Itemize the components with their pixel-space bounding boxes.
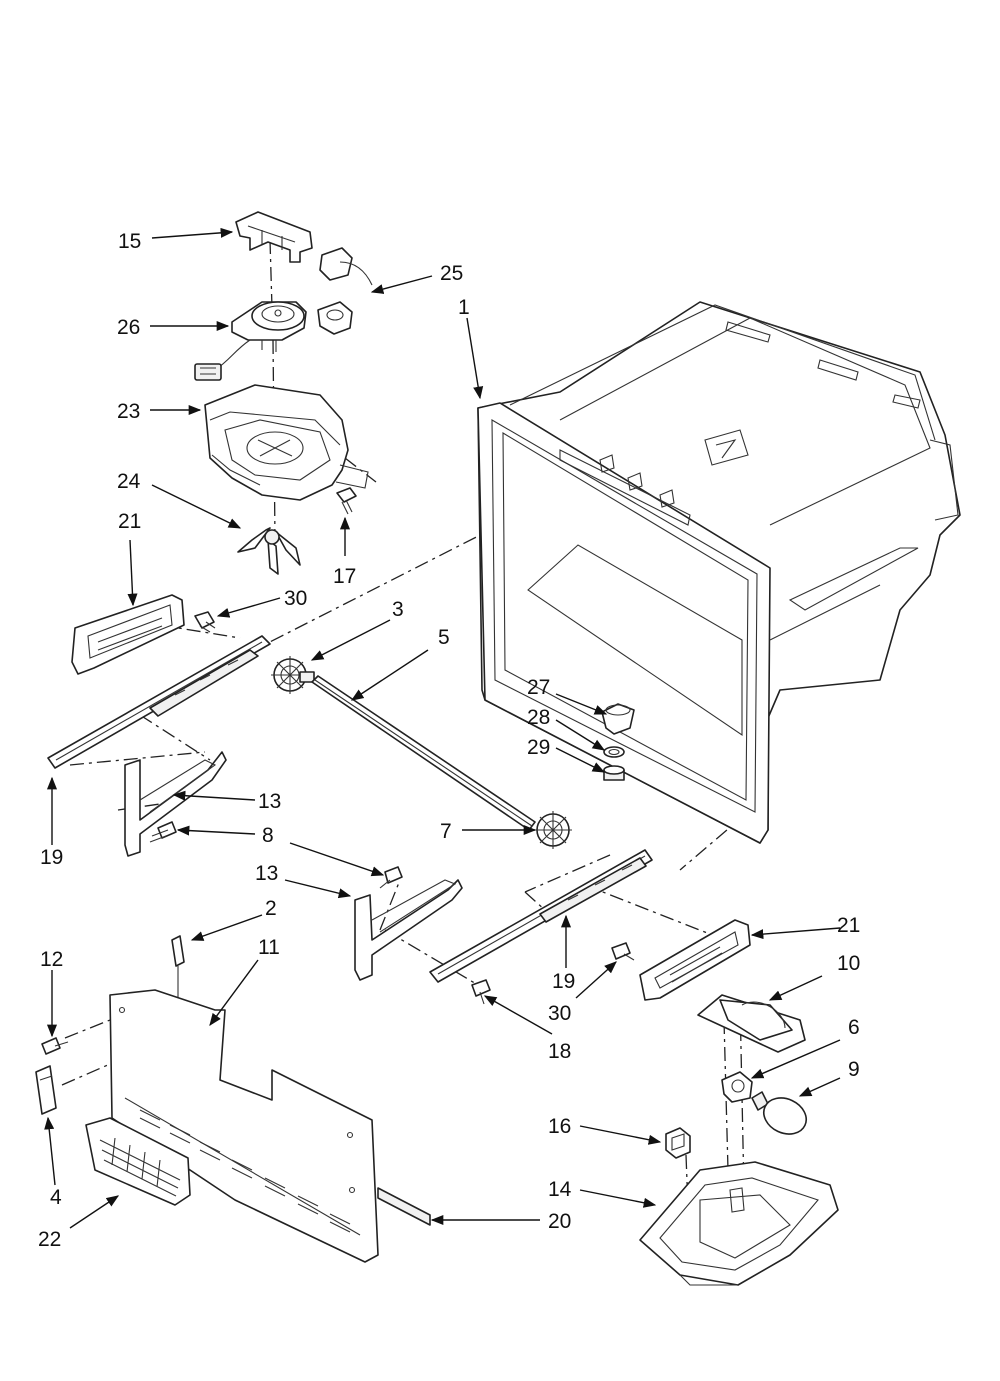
callout-24: 24 (117, 470, 141, 493)
screw-12 (41, 1037, 69, 1055)
callout-17: 17 (333, 565, 356, 588)
callout-1: 1 (458, 296, 470, 319)
light-lens (697, 994, 806, 1053)
fan-blade (237, 527, 301, 575)
screw-30-left (194, 611, 216, 633)
leader-arrows (44, 227, 841, 1229)
callout-19-right: 19 (552, 970, 575, 993)
right-rail-side-bracket (354, 879, 463, 981)
callout-29: 29 (527, 736, 550, 759)
light-switch (665, 1127, 691, 1159)
access-cover-panel (109, 989, 379, 1263)
fan-shroud-housing (204, 384, 369, 501)
callout-6: 6 (848, 1016, 860, 1039)
right-slide-rail (429, 849, 653, 983)
clip-4 (35, 1065, 57, 1115)
right-pinion-gear (534, 811, 572, 849)
callout-22: 22 (38, 1228, 61, 1251)
callout-20: 20 (548, 1210, 571, 1233)
right-rail-bracket (639, 919, 751, 1001)
thermistor (171, 935, 185, 1005)
callout-25: 25 (440, 262, 463, 285)
callout-30-left: 30 (284, 587, 307, 610)
callout-12: 12 (40, 948, 63, 971)
freezer-drawer-frame (477, 301, 961, 844)
screw-18 (471, 979, 491, 1005)
callout-5: 5 (438, 626, 450, 649)
evaporator-fan-motor (194, 301, 307, 381)
left-rail-side-bracket (124, 751, 227, 857)
callout-21-left: 21 (118, 510, 141, 533)
actuator-stack (601, 703, 635, 781)
lamp-socket (721, 1071, 753, 1103)
callout-4: 4 (50, 1186, 62, 1209)
air-grille (85, 1117, 191, 1206)
screw-17 (336, 487, 357, 515)
gasket-strip (377, 1187, 431, 1226)
light-bulb (751, 1091, 807, 1135)
callout-19-left: 19 (40, 846, 63, 869)
connecting-rod (311, 675, 536, 831)
fan-motor-bracket (235, 211, 313, 263)
callout-11: 11 (258, 936, 280, 959)
callout-14: 14 (548, 1178, 572, 1201)
callout-3: 3 (392, 598, 404, 621)
callout-21-right: 21 (837, 914, 860, 937)
callout-26: 26 (117, 316, 140, 339)
callout-23: 23 (117, 400, 140, 423)
callout-30-right: 30 (548, 1002, 571, 1025)
callout-2: 2 (265, 897, 277, 920)
callout-7: 7 (440, 820, 452, 843)
left-rail-bracket (71, 594, 185, 675)
callout-15: 15 (118, 230, 141, 253)
callout-10: 10 (837, 952, 860, 975)
callout-13-left: 13 (258, 790, 281, 813)
screw-30-right (611, 942, 635, 961)
callout-18: 18 (548, 1040, 571, 1063)
callout-13-right: 13 (255, 862, 278, 885)
left-pinion-gear (271, 656, 315, 694)
left-slide-rail (47, 635, 271, 769)
callout-16: 16 (548, 1115, 571, 1138)
light-housing (639, 1161, 839, 1286)
damper-control (317, 247, 373, 335)
callout-28: 28 (527, 706, 550, 729)
callout-labels: 15 25 1 26 23 24 17 21 30 3 5 27 28 29 1… (38, 230, 860, 1251)
callout-27: 27 (527, 676, 550, 699)
screw-8 (149, 821, 403, 889)
callout-8: 8 (262, 824, 274, 847)
callout-9: 9 (848, 1058, 860, 1081)
